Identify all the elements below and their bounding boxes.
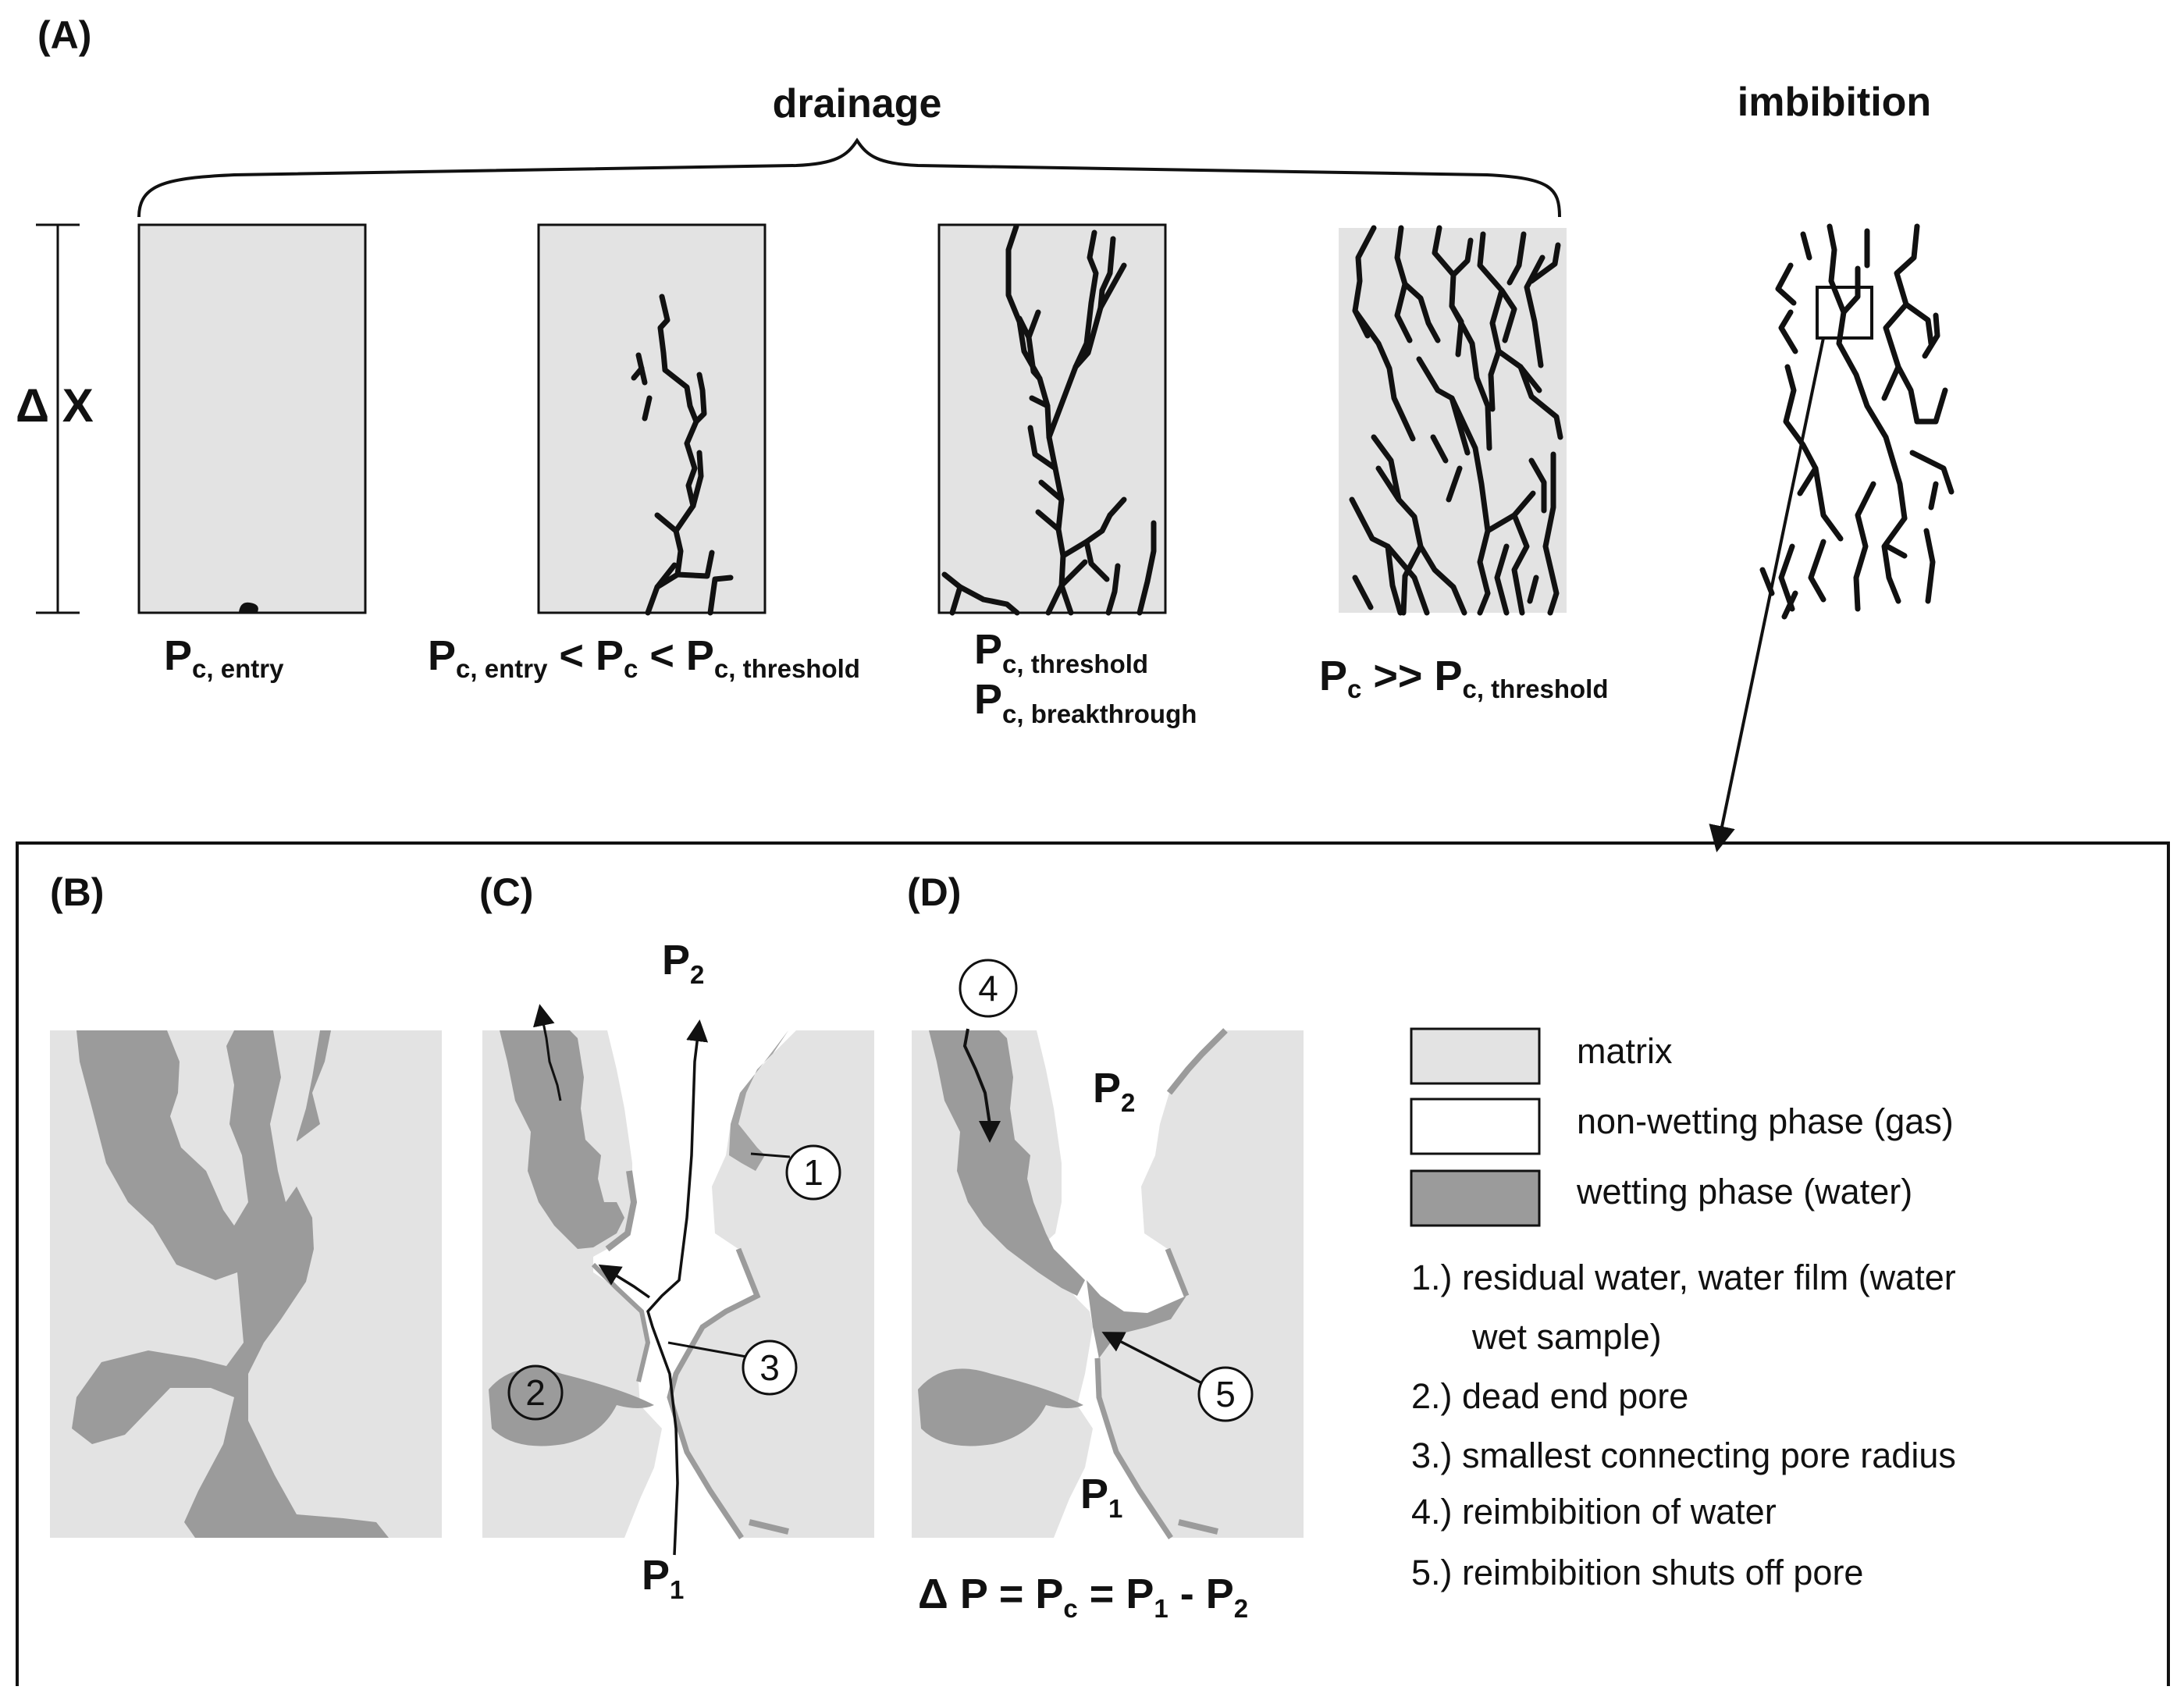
legend-note-1b: wet sample) — [1471, 1317, 1662, 1357]
panel-label-d: (D) — [907, 870, 961, 914]
circle-marker-4: 4 — [959, 959, 1018, 1018]
pore-view-d — [912, 1028, 1304, 1539]
pc-breakthrough-label: Pc, breakthrough — [974, 676, 1197, 728]
panel-label-a: (A) — [37, 13, 91, 57]
zoom-arrow — [1709, 337, 1825, 852]
panel-label-c: (C) — [479, 870, 533, 914]
circle-marker-3: 3 — [667, 1340, 798, 1396]
pore-view-b — [50, 1030, 442, 1538]
sample-box-3 — [937, 223, 1167, 614]
pore-view-c — [482, 1004, 874, 1556]
legend-swatch-gas — [1410, 1098, 1541, 1155]
delta-x-label: Δ X — [16, 379, 94, 432]
p1-label-c: P1 — [642, 1552, 684, 1604]
crack-network-3 — [941, 223, 1157, 616]
legend-nonwetting: non-wetting phase (gas) — [1577, 1101, 1954, 1141]
sample-box-1 — [137, 223, 367, 614]
drainage-brace — [137, 137, 1561, 218]
zoom-box — [1816, 286, 1873, 340]
entry-gas-blob — [239, 602, 258, 612]
pressure-equation: Δ P = Pc = P1 - P2 — [918, 1571, 1248, 1623]
pc-above-threshold-label: Pc >> Pc, threshold — [1319, 653, 1609, 703]
circle-marker-5: 5 — [1197, 1366, 1254, 1422]
p2-label-d: P2 — [1093, 1065, 1135, 1117]
legend-note-3: 3.) smallest connecting pore radius — [1411, 1436, 1956, 1475]
crack-network-4 — [1349, 225, 1563, 616]
legend-wetting: wetting phase (water) — [1576, 1172, 1912, 1211]
legend-note-1: 1.) residual water, water film (water — [1411, 1258, 1956, 1297]
svg-text:1: 1 — [803, 1152, 823, 1193]
svg-text:3: 3 — [759, 1347, 780, 1388]
legend-swatch-matrix — [1410, 1027, 1541, 1085]
circle-marker-2: 2 — [507, 1364, 564, 1421]
panel-label-b: (B) — [50, 870, 104, 914]
crack-network-imbibition — [1759, 223, 1955, 620]
pc-threshold-label: Pc, threshold — [974, 626, 1148, 678]
legend-matrix: matrix — [1577, 1031, 1673, 1071]
detail-frame — [16, 841, 2170, 1686]
legend-swatch-water — [1410, 1169, 1541, 1227]
legend-note-2: 2.) dead end pore — [1411, 1376, 1688, 1416]
legend: matrix non-wetting phase (gas) wetting p… — [1410, 1027, 1956, 1592]
p2-label-c: P2 — [662, 937, 704, 989]
svg-text:4: 4 — [978, 968, 998, 1009]
pc-entry-label: Pc, entry — [164, 632, 284, 683]
delta-x-scale — [36, 223, 80, 614]
svg-text:2: 2 — [525, 1372, 546, 1413]
svg-text:5: 5 — [1215, 1374, 1236, 1414]
drainage-header: drainage — [773, 81, 942, 126]
crack-network-2 — [631, 294, 734, 616]
pc-range-label: Pc, entry < Pc < Pc, threshold — [428, 632, 860, 683]
sample-box-2 — [537, 223, 767, 614]
p1-label-d: P1 — [1080, 1471, 1122, 1523]
imbibition-header: imbibition — [1738, 80, 1931, 125]
circle-marker-1: 1 — [750, 1144, 841, 1201]
legend-note-5: 5.) reimbibition shuts off pore — [1411, 1553, 1863, 1592]
legend-note-4: 4.) reimbibition of water — [1411, 1492, 1777, 1532]
